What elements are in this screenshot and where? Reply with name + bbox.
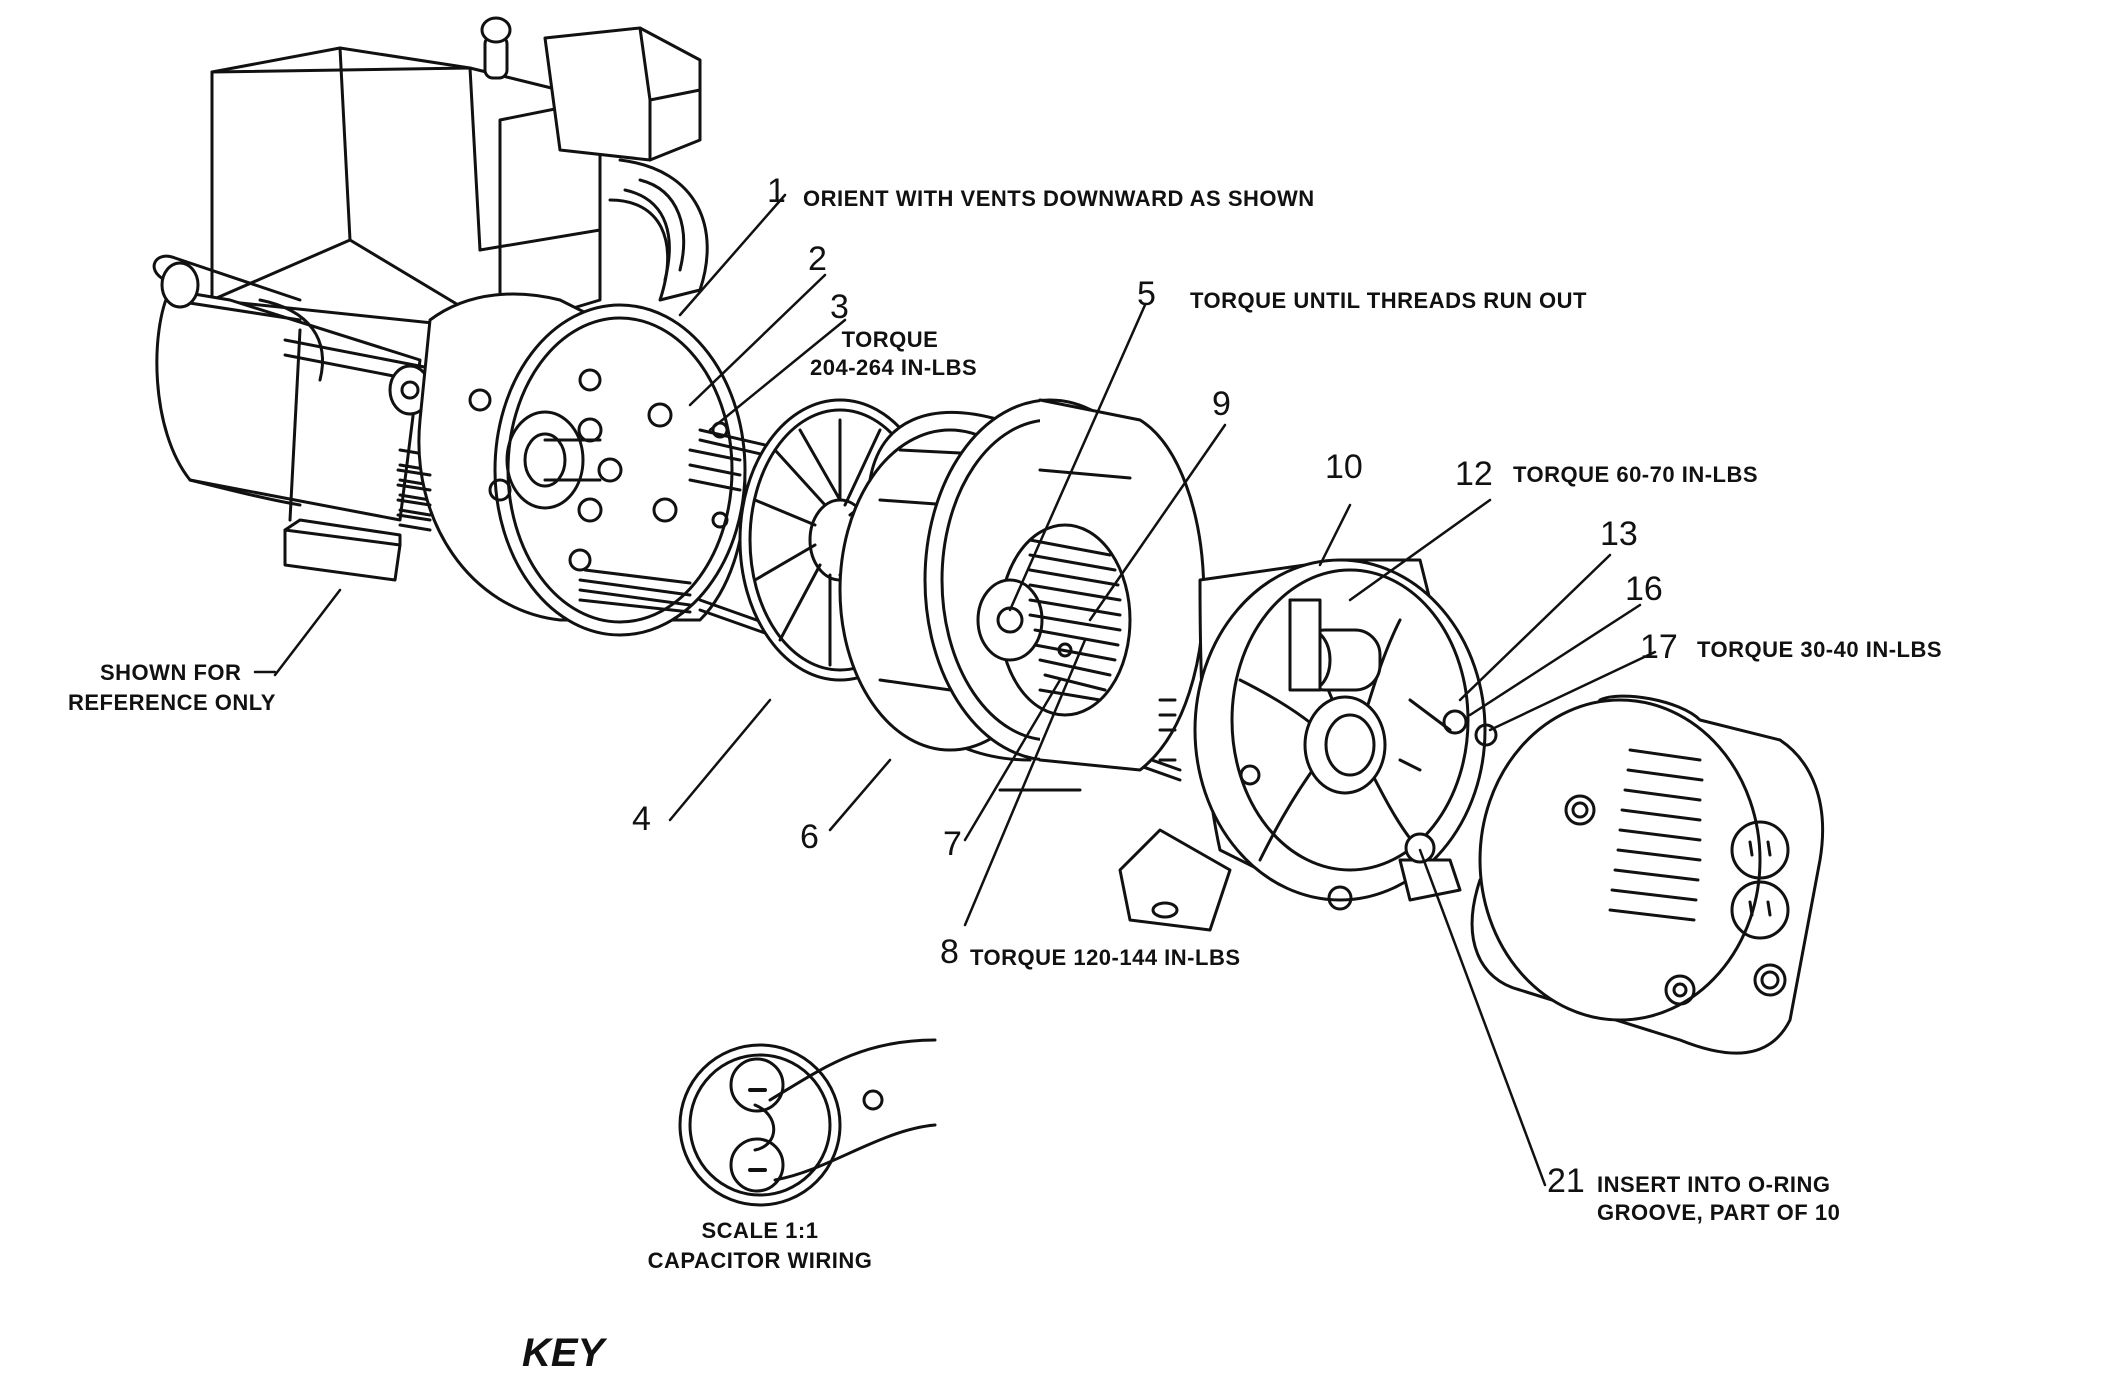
callout-1-note: ORIENT WITH VENTS DOWNWARD AS SHOWN <box>803 186 1315 211</box>
callout-17-note: TORQUE 30-40 IN-LBS <box>1697 637 1943 662</box>
callout-3-note-line2: 204-264 IN-LBS <box>810 355 978 380</box>
callout-12-number: 12 <box>1455 455 1493 493</box>
callout-7-number: 7 <box>943 825 962 863</box>
callout-9-number: 9 <box>1212 385 1231 423</box>
engine-reference <box>152 16 709 582</box>
callout-8-note: TORQUE 120-144 IN-LBS <box>970 945 1241 970</box>
callout-8-number: 8 <box>940 933 959 971</box>
callout-13-number: 13 <box>1600 515 1638 553</box>
callout-21-note-line2: GROOVE, PART OF 10 <box>1597 1200 1841 1225</box>
callout-16-number: 16 <box>1625 570 1663 608</box>
engine-adapter-part-1 <box>396 292 747 637</box>
callout-4-number: 4 <box>632 800 651 838</box>
callout-3-note-line1: TORQUE <box>841 327 939 352</box>
capacitor-wiring-detail <box>678 1038 937 1207</box>
key-heading: KEY <box>522 1331 605 1375</box>
reference-note-line2: REFERENCE ONLY <box>68 690 276 715</box>
callout-10-number: 10 <box>1325 448 1363 486</box>
callout-5-number: 5 <box>1137 275 1156 313</box>
callout-5-note: TORQUE UNTIL THREADS RUN OUT <box>1190 288 1587 313</box>
capacitor-scale-label: SCALE 1:1 <box>701 1218 819 1243</box>
callout-21-number: 21 <box>1547 1162 1585 1200</box>
callout-1-number: 1 <box>767 172 786 210</box>
leader-lines <box>253 193 1657 1187</box>
callout-17-number: 17 <box>1640 628 1678 666</box>
reference-note-line1: SHOWN FOR <box>100 660 242 685</box>
callout-6-number: 6 <box>800 818 819 856</box>
callout-2-number: 2 <box>808 240 827 278</box>
end-cover <box>1470 694 1825 1055</box>
callout-3-number: 3 <box>830 288 849 326</box>
rear-bearing-carrier-part-10 <box>1118 558 1498 932</box>
capacitor-wiring-label: CAPACITOR WIRING <box>647 1248 873 1273</box>
callout-12-note: TORQUE 60-70 IN-LBS <box>1513 462 1759 487</box>
callout-21-note-line1: INSERT INTO O-RING <box>1597 1172 1831 1197</box>
stator-part-9 <box>923 398 1206 792</box>
